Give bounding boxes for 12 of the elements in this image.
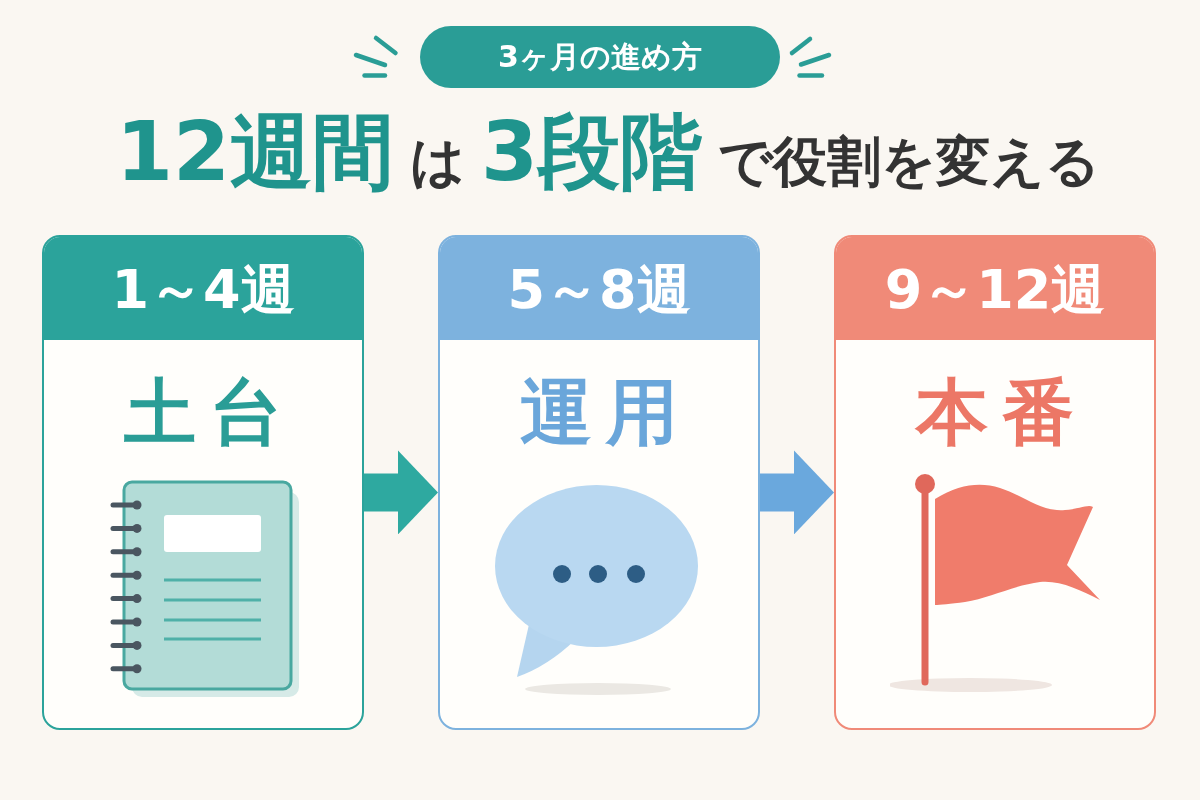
phase-card [42, 235, 364, 730]
phase-card [438, 235, 760, 730]
phase-name: 運用 [519, 369, 692, 456]
phase-card [834, 235, 1156, 730]
phase-name: 本番 [914, 369, 1088, 456]
arrow [760, 450, 834, 535]
week-range-header: 1～4週 [44, 237, 362, 340]
arrow [364, 450, 438, 535]
week-range-header: 9～12週 [836, 237, 1154, 340]
heading-tag: 3ヶ月の進め方 [420, 26, 780, 88]
week-range-header: 5～8週 [440, 237, 758, 340]
phase-name: 土台 [123, 369, 296, 456]
